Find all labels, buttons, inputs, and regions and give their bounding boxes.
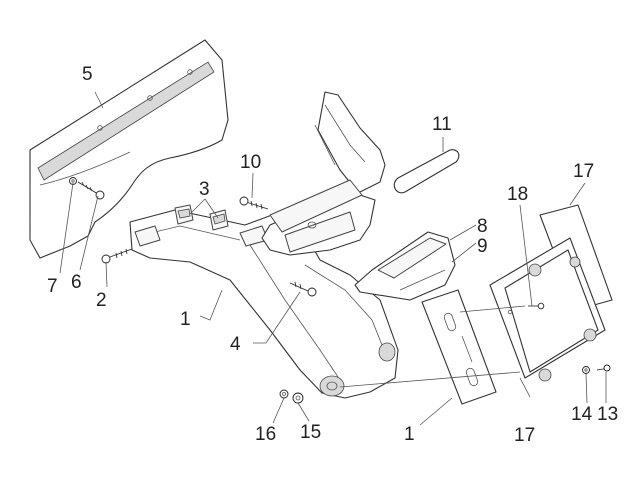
- callout-14: 14: [571, 404, 593, 425]
- part-17-rear-plate: [489, 204, 613, 382]
- part-4-screw: [289, 281, 317, 297]
- part-1-main-bracket: [129, 209, 399, 399]
- part-13-screw: [596, 364, 611, 372]
- callout-7: 7: [47, 276, 58, 297]
- part-11-reflector-strip: [393, 149, 460, 194]
- callout-17-bottom: 17: [514, 425, 535, 446]
- callout-2: 2: [96, 290, 107, 311]
- part-15-washer: [292, 392, 304, 404]
- part-1-side-plate: [421, 289, 497, 405]
- upper-light-housing: [261, 91, 386, 256]
- part-8-9-light-lens: [354, 231, 456, 301]
- part-6-screw: [77, 181, 105, 200]
- part-16-washer: [279, 389, 289, 399]
- callout-6: 6: [71, 272, 82, 293]
- callout-labels: 5 7 6 2 3 10 1 4 11 8 9 18 17 1 17 16 15…: [47, 64, 618, 446]
- part-14-washer: [582, 366, 590, 374]
- callout-8: 8: [477, 216, 488, 237]
- callout-5: 5: [82, 64, 93, 85]
- leader-lines: [59, 91, 607, 426]
- callout-3: 3: [199, 179, 210, 200]
- callout-11: 11: [432, 114, 452, 135]
- part-3-clips: [174, 204, 229, 231]
- callout-13: 13: [597, 404, 618, 425]
- callout-4: 4: [230, 334, 241, 355]
- callout-16: 16: [255, 424, 276, 445]
- callout-17-top: 17: [573, 161, 594, 182]
- part-10-screw: [239, 196, 269, 210]
- callout-10: 10: [240, 152, 261, 173]
- part-18-screw: [528, 302, 545, 310]
- part-2-screw: [101, 248, 133, 264]
- callout-18: 18: [507, 184, 528, 205]
- callout-1-main: 1: [180, 309, 191, 330]
- callout-15: 15: [300, 422, 321, 443]
- part-5-splash-panel: [29, 39, 229, 259]
- callout-1-side: 1: [404, 424, 415, 445]
- callout-9: 9: [477, 236, 488, 257]
